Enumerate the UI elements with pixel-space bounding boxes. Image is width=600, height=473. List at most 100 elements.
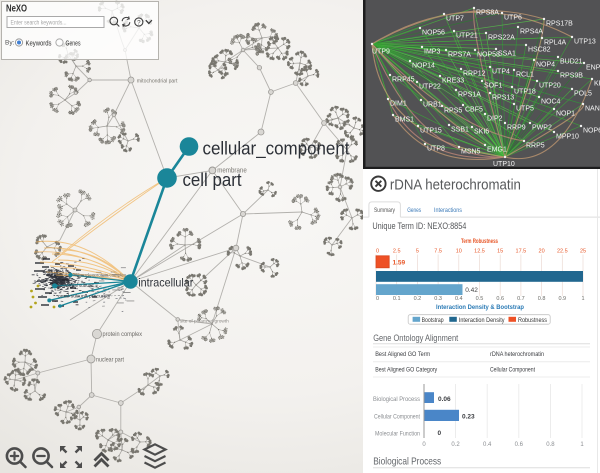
svg-text:Interaction Density: Interaction Density	[459, 318, 505, 324]
svg-text:IMP3: IMP3	[424, 49, 440, 56]
svg-text:UTP13: UTP13	[574, 39, 596, 46]
svg-text:0: 0	[376, 296, 379, 302]
svg-text:rDNA heterochromatin: rDNA heterochromatin	[390, 178, 521, 194]
svg-text:UTP15: UTP15	[420, 128, 442, 135]
svg-text:SKI6: SKI6	[474, 129, 489, 136]
svg-text:0.5: 0.5	[476, 296, 484, 302]
svg-text:RPS9B: RPS9B	[560, 73, 583, 80]
svg-text:cellular_component: cellular_component	[203, 138, 350, 159]
svg-text:Keywords: Keywords	[26, 38, 52, 47]
svg-text:RRP5: RRP5	[526, 143, 545, 150]
svg-text:BMS1: BMS1	[395, 117, 414, 124]
svg-text:0.1: 0.1	[393, 296, 401, 302]
svg-text:nuclear part: nuclear part	[96, 357, 124, 363]
svg-text:UTP5: UTP5	[516, 106, 534, 113]
svg-text:25: 25	[580, 249, 586, 255]
svg-text:UTP21: UTP21	[456, 33, 478, 40]
svg-text:Enter search keywords...: Enter search keywords...	[11, 20, 67, 27]
svg-text:0.2: 0.2	[451, 442, 460, 448]
svg-text:1.59: 1.59	[393, 260, 406, 267]
svg-text:NOP4: NOP4	[536, 62, 555, 69]
svg-text:Cellular Component: Cellular Component	[374, 415, 420, 421]
svg-text:RPS5: RPS5	[444, 108, 462, 115]
svg-text:RPL4A: RPL4A	[544, 40, 567, 47]
svg-text:SSA1: SSA1	[498, 51, 516, 58]
svg-text:Term Robustness: Term Robustness	[461, 239, 498, 245]
svg-text:intracellular: intracellular	[138, 275, 193, 289]
svg-text:cell part: cell part	[183, 170, 242, 190]
svg-text:0.6: 0.6	[515, 442, 524, 448]
svg-text:UTP8: UTP8	[427, 146, 445, 153]
svg-text:CBF5: CBF5	[465, 107, 483, 114]
svg-text:?: ?	[137, 20, 141, 27]
svg-text:RPS1A: RPS1A	[458, 92, 481, 99]
svg-text:URB1: URB1	[423, 102, 442, 109]
svg-text:mitochondrial part: mitochondrial part	[137, 78, 178, 84]
svg-text:Best Aligned GO Category: Best Aligned GO Category	[375, 366, 438, 373]
svg-text:RRP12: RRP12	[463, 71, 486, 78]
svg-text:POL5: POL5	[574, 91, 592, 98]
svg-text:2.5: 2.5	[393, 249, 401, 255]
svg-text:RPS17B: RPS17B	[546, 21, 573, 28]
svg-text:ribosomal subunit: ribosomal subunit	[58, 283, 94, 289]
svg-text:NAN1: NAN1	[585, 106, 600, 113]
svg-text:RPS22A: RPS22A	[488, 35, 515, 42]
svg-text:0.8: 0.8	[538, 296, 546, 302]
svg-text:PWP2: PWP2	[532, 125, 552, 132]
svg-text:22.5: 22.5	[557, 249, 568, 255]
svg-text:UTP20: UTP20	[539, 83, 561, 90]
svg-text:Summary: Summary	[374, 207, 395, 214]
svg-text:0: 0	[438, 430, 442, 437]
svg-text:By:: By:	[5, 40, 15, 47]
svg-text:0: 0	[422, 442, 426, 448]
svg-text:12.5: 12.5	[474, 249, 485, 255]
svg-text:DIP2: DIP2	[487, 116, 503, 123]
svg-text:7.5: 7.5	[434, 249, 442, 255]
svg-text:Unique Term ID: NEXO:8854: Unique Term ID: NEXO:8854	[372, 221, 466, 231]
svg-text:site of polarized growth: site of polarized growth	[180, 318, 229, 323]
svg-text:NOC4: NOC4	[541, 99, 561, 106]
svg-text:0.2: 0.2	[414, 296, 422, 302]
svg-text:UTP7: UTP7	[446, 16, 464, 23]
svg-text:NeXO: NeXO	[6, 4, 27, 15]
svg-text:UTP4: UTP4	[492, 69, 510, 76]
svg-text:0: 0	[376, 249, 379, 255]
svg-text:15: 15	[497, 249, 503, 255]
svg-text:KRE33: KRE33	[442, 78, 464, 85]
svg-text:Best Aligned GO Term: Best Aligned GO Term	[375, 351, 430, 358]
svg-text:17.5: 17.5	[516, 249, 527, 255]
svg-text:RRP9: RRP9	[507, 125, 526, 132]
svg-text:NOP58: NOP58	[477, 52, 500, 59]
svg-text:RRP45: RRP45	[392, 77, 415, 84]
svg-text:SSB1: SSB1	[451, 127, 469, 134]
svg-text:Genes: Genes	[66, 38, 81, 47]
svg-text:Gene Ontology Alignment: Gene Ontology Alignment	[373, 333, 458, 343]
svg-text:SOF1: SOF1	[484, 83, 502, 90]
svg-text:RPS7A: RPS7A	[448, 52, 471, 59]
svg-text:0.42: 0.42	[465, 287, 478, 294]
svg-text:Interaction Density & Bootstra: Interaction Density & Bootstrap	[436, 304, 524, 311]
svg-text:Biological Process: Biological Process	[373, 397, 420, 403]
svg-text:RPS1A: RPS1A	[45, 270, 58, 275]
svg-text:0.4: 0.4	[483, 442, 492, 448]
svg-text:MPP10: MPP10	[556, 134, 579, 141]
svg-text:NOP1: NOP1	[556, 111, 575, 118]
svg-text:0.6: 0.6	[496, 296, 504, 302]
svg-text:10: 10	[456, 249, 462, 255]
svg-text:ribonucleoprotein complex: ribonucleoprotein complex	[74, 272, 127, 278]
svg-text:20: 20	[539, 249, 545, 255]
svg-text:0.06: 0.06	[438, 396, 451, 403]
svg-text:HSC82: HSC82	[528, 47, 551, 54]
svg-text:0.9: 0.9	[558, 296, 566, 302]
svg-text:Robustness: Robustness	[518, 318, 547, 324]
svg-text:0.23: 0.23	[462, 414, 475, 421]
svg-text:Biological Process: Biological Process	[373, 456, 441, 468]
svg-text:Cellular Component: Cellular Component	[490, 366, 535, 373]
svg-text:RPS8A: RPS8A	[476, 10, 499, 17]
svg-text:0.8: 0.8	[546, 442, 555, 448]
svg-text:membrane: membrane	[217, 168, 247, 175]
svg-text:Interactions: Interactions	[434, 207, 462, 214]
svg-text:NOP56: NOP56	[422, 30, 445, 37]
svg-text:0.4: 0.4	[455, 296, 463, 302]
svg-text:RPS13: RPS13	[492, 95, 514, 102]
